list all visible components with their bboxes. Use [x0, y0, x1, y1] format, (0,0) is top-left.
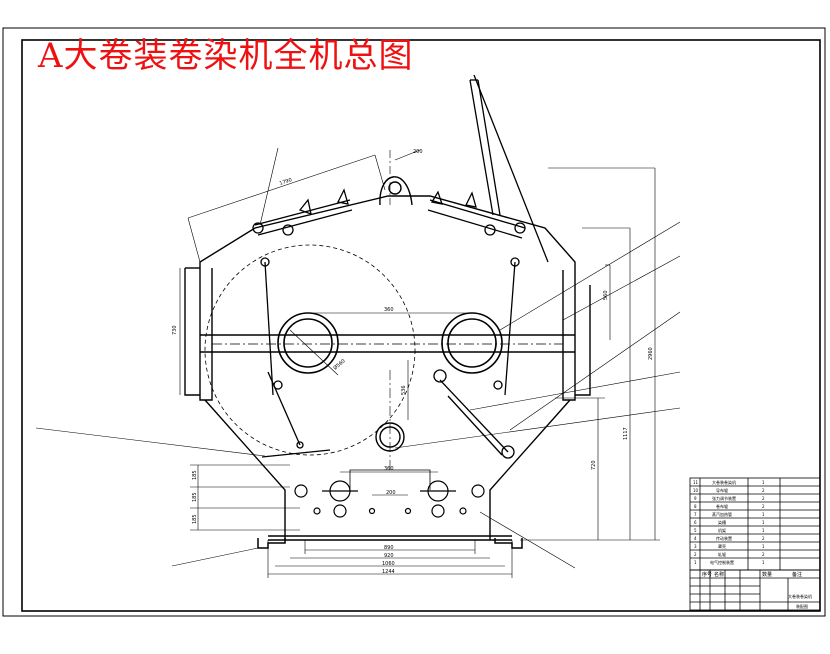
dim-bottom-1: 890 [384, 545, 394, 551]
part-name: 导布辊 [716, 487, 728, 493]
part-name: 染槽 [718, 519, 726, 525]
part-qty: 1 [762, 520, 765, 525]
guide-roller [375, 370, 405, 470]
parts-header-no: 序号 [702, 571, 712, 578]
part-name: 蒸汽加热管 [712, 511, 732, 517]
leader-lines [35, 147, 681, 569]
part-name: 大卷装卷染机 [712, 479, 736, 485]
drawing-code: 装配图 [796, 603, 808, 609]
part-name: 机架 [718, 527, 726, 533]
part-name: 张力调节装置 [712, 495, 736, 501]
part-no: 7 [694, 512, 697, 517]
dim-left-2: 185 [192, 492, 198, 502]
parts-list-text: 11 大卷装卷染机 1 10 导布辊 2 9 张力调节装置 2 8 卷布辊 2 … [693, 479, 765, 565]
dim-top: 1790 [279, 177, 293, 187]
part-name: 罩壳 [718, 543, 726, 549]
title-block-text: 序号 名称 数量 备注 大卷装卷染机 装配图 [702, 571, 812, 609]
dim-bottom-2: 920 [384, 553, 394, 559]
part-no: 3 [694, 544, 697, 549]
dim-small: 200 [386, 490, 396, 496]
dim-bottom-3: 1060 [382, 561, 395, 567]
tension-arms [260, 257, 520, 459]
part-no: 5 [694, 528, 697, 533]
dim-box-width: 360 [384, 466, 394, 472]
parts-header-name: 名称 [714, 571, 724, 578]
part-no: 1 [694, 560, 697, 565]
dim-right-3: 720 [591, 460, 597, 470]
parts-list [689, 477, 821, 571]
part-name: 轧辊 [718, 551, 726, 557]
machine-body [184, 176, 591, 540]
part-qty: 2 [762, 496, 765, 501]
part-no: 4 [694, 536, 697, 541]
right-lever [469, 74, 549, 263]
fabric-roll-outline [204, 244, 416, 456]
dim-center-width: 360 [384, 307, 394, 313]
title-block [689, 569, 821, 611]
part-no: 10 [693, 488, 699, 493]
part-qty: 1 [762, 512, 765, 517]
parts-header-qty: 数量 [762, 571, 772, 578]
part-no: 9 [694, 496, 697, 501]
part-qty: 1 [762, 528, 765, 533]
part-qty: 1 [762, 560, 765, 565]
roll-dia-label: Ø560 [332, 358, 347, 372]
dim-right-1: 2960 [648, 347, 654, 360]
part-qty: 2 [762, 552, 765, 557]
dim-left-1: 185 [192, 470, 198, 480]
part-name: 电气控制装置 [710, 559, 734, 565]
lower-fittings [294, 469, 485, 518]
inner-border [21, 39, 821, 612]
part-no: 2 [694, 552, 697, 557]
dim-left-3: 185 [192, 514, 198, 524]
part-qty: 2 [762, 536, 765, 541]
top-actuators [252, 188, 526, 239]
drawing-name: 大卷装卷染机 [788, 593, 812, 599]
part-qty: 1 [762, 480, 765, 485]
parts-header-remark: 备注 [792, 571, 802, 578]
part-no: 8 [694, 504, 697, 509]
dim-left-side: 730 [172, 325, 178, 335]
dim-bottom-4: 1244 [382, 569, 395, 575]
outer-frame [2, 27, 826, 617]
part-qty: 2 [762, 504, 765, 509]
part-qty: 2 [762, 488, 765, 493]
dimension-text: 1790 730 360 2960 1117 720 560 Ø560 536 … [172, 149, 654, 575]
part-qty: 1 [762, 544, 765, 549]
part-name: 传动装置 [716, 535, 732, 541]
dim-vertical: 536 [401, 385, 407, 395]
dimension-lines [179, 149, 660, 578]
dim-mid: 200 [413, 149, 423, 155]
part-no: 6 [694, 520, 697, 525]
dim-right-4: 560 [603, 290, 609, 300]
part-no: 11 [693, 480, 699, 485]
dim-right-2: 1117 [623, 427, 629, 440]
part-name: 卷布辊 [716, 503, 728, 509]
drawing-title: A大卷装卷染机全机总图 [38, 36, 414, 76]
